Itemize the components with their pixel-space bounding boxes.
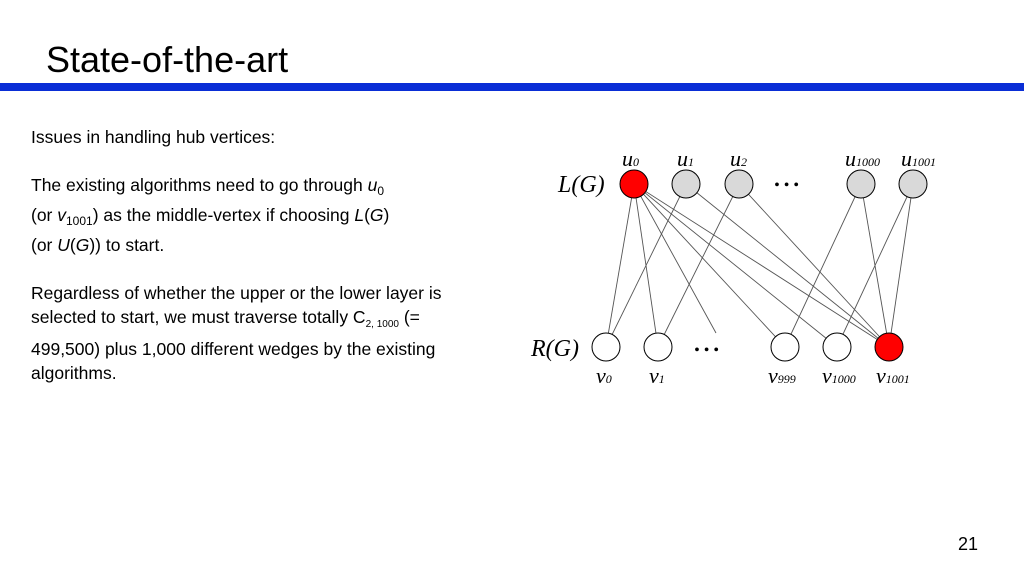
edge-u1-v0 xyxy=(605,183,687,348)
p2-text-a: Regardless of whether the upper or the l… xyxy=(31,283,442,327)
edge-u1000-v999 xyxy=(784,183,862,348)
p1-v: v xyxy=(57,205,66,225)
node-v1000 xyxy=(822,332,852,362)
p1-u-sub: 0 xyxy=(377,184,385,198)
p1-G2: G xyxy=(75,235,90,255)
node-u1 xyxy=(671,169,701,199)
node-u2 xyxy=(724,169,754,199)
node-u1001 xyxy=(898,169,928,199)
label-v1: v1 xyxy=(649,363,665,388)
label-v0: v0 xyxy=(596,363,612,388)
page-number: 21 xyxy=(958,534,979,554)
node-u0 xyxy=(619,169,649,199)
edge-u0-v0 xyxy=(605,183,635,348)
p1-text-e: )) to start. xyxy=(89,235,165,255)
p1-lp2: ( xyxy=(69,235,76,255)
edge-u0-v999 xyxy=(633,183,786,348)
label-v999: v999 xyxy=(768,363,796,388)
label-v1000: v1000 xyxy=(822,363,856,388)
top-ellipsis: • • • xyxy=(774,177,799,194)
issues-heading: Issues in handling hub vertices: xyxy=(31,127,276,147)
edge-u0-v1000 xyxy=(633,183,838,348)
edge-u0-v1001 xyxy=(633,183,890,348)
label-u1001: u1001 xyxy=(901,146,936,171)
node-v0 xyxy=(591,332,621,362)
label-v1001: v1001 xyxy=(876,363,910,388)
node-v1 xyxy=(643,332,673,362)
p1-G1: G xyxy=(369,205,384,225)
edge-u1001-v1001 xyxy=(888,183,914,348)
edge-u0-vdots xyxy=(633,183,717,334)
bottom-ellipsis: • • • xyxy=(694,342,719,359)
p1-L: L xyxy=(354,205,365,225)
p2-text-b: (= 499,500) plus 1,000 different wedges … xyxy=(31,307,436,383)
top-layer-label: L(G) xyxy=(557,172,605,198)
label-u1: u1 xyxy=(677,146,694,171)
label-u1000: u1000 xyxy=(845,146,880,171)
p1-text-a: The existing algorithms need to go throu… xyxy=(31,175,368,195)
p2-sub: 2, 1000 xyxy=(365,319,399,330)
text-block: Issues in handling hub vertices: The exi… xyxy=(31,125,451,409)
p1-text-b: (or xyxy=(31,205,58,225)
p1-U: U xyxy=(57,235,70,255)
p1-text-d: (or xyxy=(31,235,58,255)
title-divider xyxy=(0,83,1024,91)
edges xyxy=(605,183,914,348)
p1-lp: ( xyxy=(364,205,370,225)
node-v1001 xyxy=(874,332,904,362)
p1-v-sub: 1001 xyxy=(66,214,93,228)
paragraph-middle-vertex: The existing algorithms need to go throu… xyxy=(31,173,451,257)
edge-u2-v1001 xyxy=(738,183,890,348)
p1-u: u xyxy=(367,175,378,195)
node-v999 xyxy=(770,332,800,362)
edge-u1-v1001 xyxy=(685,183,890,348)
edge-u1001-v1000 xyxy=(836,183,914,348)
slide-title: State-of-the-art xyxy=(46,39,289,80)
bottom-layer-label: R(G) xyxy=(530,336,579,362)
label-u0: u0 xyxy=(622,146,639,171)
p1-text-c: ) as the middle-vertex if choosing xyxy=(92,205,355,225)
node-u1000 xyxy=(846,169,876,199)
label-u2: u2 xyxy=(730,146,747,171)
p1-rp: ) xyxy=(383,205,390,225)
paragraph-traverse: Regardless of whether the upper or the l… xyxy=(31,281,451,385)
edge-u2-v1 xyxy=(657,183,740,348)
